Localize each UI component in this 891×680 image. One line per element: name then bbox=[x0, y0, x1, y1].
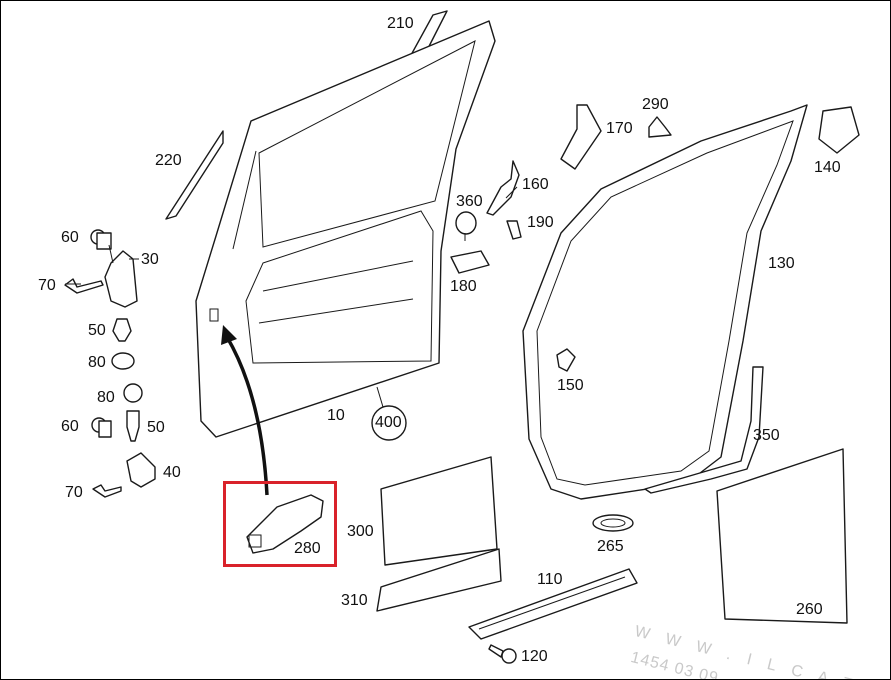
label-60-top: 60 bbox=[61, 229, 79, 246]
leader-lines bbox=[65, 186, 518, 408]
label-30: 30 bbox=[141, 251, 159, 268]
part-10-door-shell[interactable] bbox=[195, 20, 496, 438]
label-140: 140 bbox=[814, 159, 841, 176]
part-150-clip[interactable] bbox=[556, 348, 576, 372]
label-290: 290 bbox=[642, 96, 669, 113]
part-110-sill-strip[interactable] bbox=[468, 568, 638, 640]
part-260-panel[interactable] bbox=[716, 448, 848, 624]
part-60-bolt-top[interactable] bbox=[90, 229, 112, 250]
part-70-screw-top[interactable] bbox=[64, 278, 104, 294]
part-50-pin-bottom[interactable] bbox=[126, 410, 140, 442]
part-80-nut-top[interactable] bbox=[111, 352, 135, 370]
label-150: 150 bbox=[557, 377, 584, 394]
label-260: 260 bbox=[796, 601, 823, 618]
label-170: 170 bbox=[606, 120, 633, 137]
label-60-bottom: 60 bbox=[61, 418, 79, 435]
label-360: 360 bbox=[456, 193, 483, 210]
label-210: 210 bbox=[387, 15, 414, 32]
part-310-strip[interactable] bbox=[376, 548, 502, 612]
label-220: 220 bbox=[155, 152, 182, 169]
part-120-bolt[interactable] bbox=[488, 644, 517, 664]
label-300: 300 bbox=[347, 523, 374, 540]
part-140-cap[interactable] bbox=[818, 106, 860, 154]
label-160: 160 bbox=[522, 176, 549, 193]
label-130: 130 bbox=[768, 255, 795, 272]
part-190-clip[interactable] bbox=[506, 220, 522, 240]
label-70-top: 70 bbox=[38, 277, 56, 294]
label-310: 310 bbox=[341, 592, 368, 609]
label-80-bottom: 80 bbox=[97, 389, 115, 406]
label-120: 120 bbox=[521, 648, 548, 665]
part-80-nut-bottom[interactable] bbox=[123, 383, 143, 403]
label-40: 40 bbox=[163, 464, 181, 481]
label-190: 190 bbox=[527, 214, 554, 231]
label-10: 10 bbox=[327, 407, 345, 424]
label-350: 350 bbox=[753, 427, 780, 444]
label-180: 180 bbox=[450, 278, 477, 295]
part-70-screw-bottom[interactable] bbox=[92, 484, 122, 498]
label-80-top: 80 bbox=[88, 354, 106, 371]
part-300-panel[interactable] bbox=[380, 456, 498, 566]
part-265-grommet[interactable] bbox=[592, 514, 634, 532]
pointer-arrow bbox=[225, 336, 269, 496]
part-160-bracket[interactable] bbox=[486, 160, 520, 216]
part-290-grommet[interactable] bbox=[648, 116, 672, 138]
part-50-pin-top[interactable] bbox=[112, 318, 132, 342]
part-220-trim[interactable] bbox=[165, 130, 224, 220]
pointer-arrowhead bbox=[221, 325, 237, 345]
label-265: 265 bbox=[597, 538, 624, 555]
part-130-door-seal[interactable] bbox=[522, 104, 808, 500]
part-180-clip[interactable] bbox=[450, 250, 490, 274]
part-30-hinge[interactable] bbox=[104, 250, 138, 308]
label-400: 400 bbox=[375, 414, 402, 431]
part-350-strip[interactable] bbox=[644, 366, 764, 494]
part-360-grommet[interactable] bbox=[455, 211, 477, 235]
label-280: 280 bbox=[294, 540, 321, 557]
label-70-bottom: 70 bbox=[65, 484, 83, 501]
part-170-bracket[interactable] bbox=[560, 104, 602, 170]
callout-circle-400 bbox=[371, 405, 407, 441]
label-110: 110 bbox=[537, 571, 563, 588]
label-50-bottom: 50 bbox=[147, 419, 165, 436]
highlight-box-280 bbox=[223, 481, 337, 567]
part-60-bolt-bottom[interactable] bbox=[91, 417, 112, 438]
part-280-seal[interactable] bbox=[246, 494, 324, 554]
label-50-top: 50 bbox=[88, 322, 106, 339]
part-40-hinge[interactable] bbox=[126, 452, 156, 488]
